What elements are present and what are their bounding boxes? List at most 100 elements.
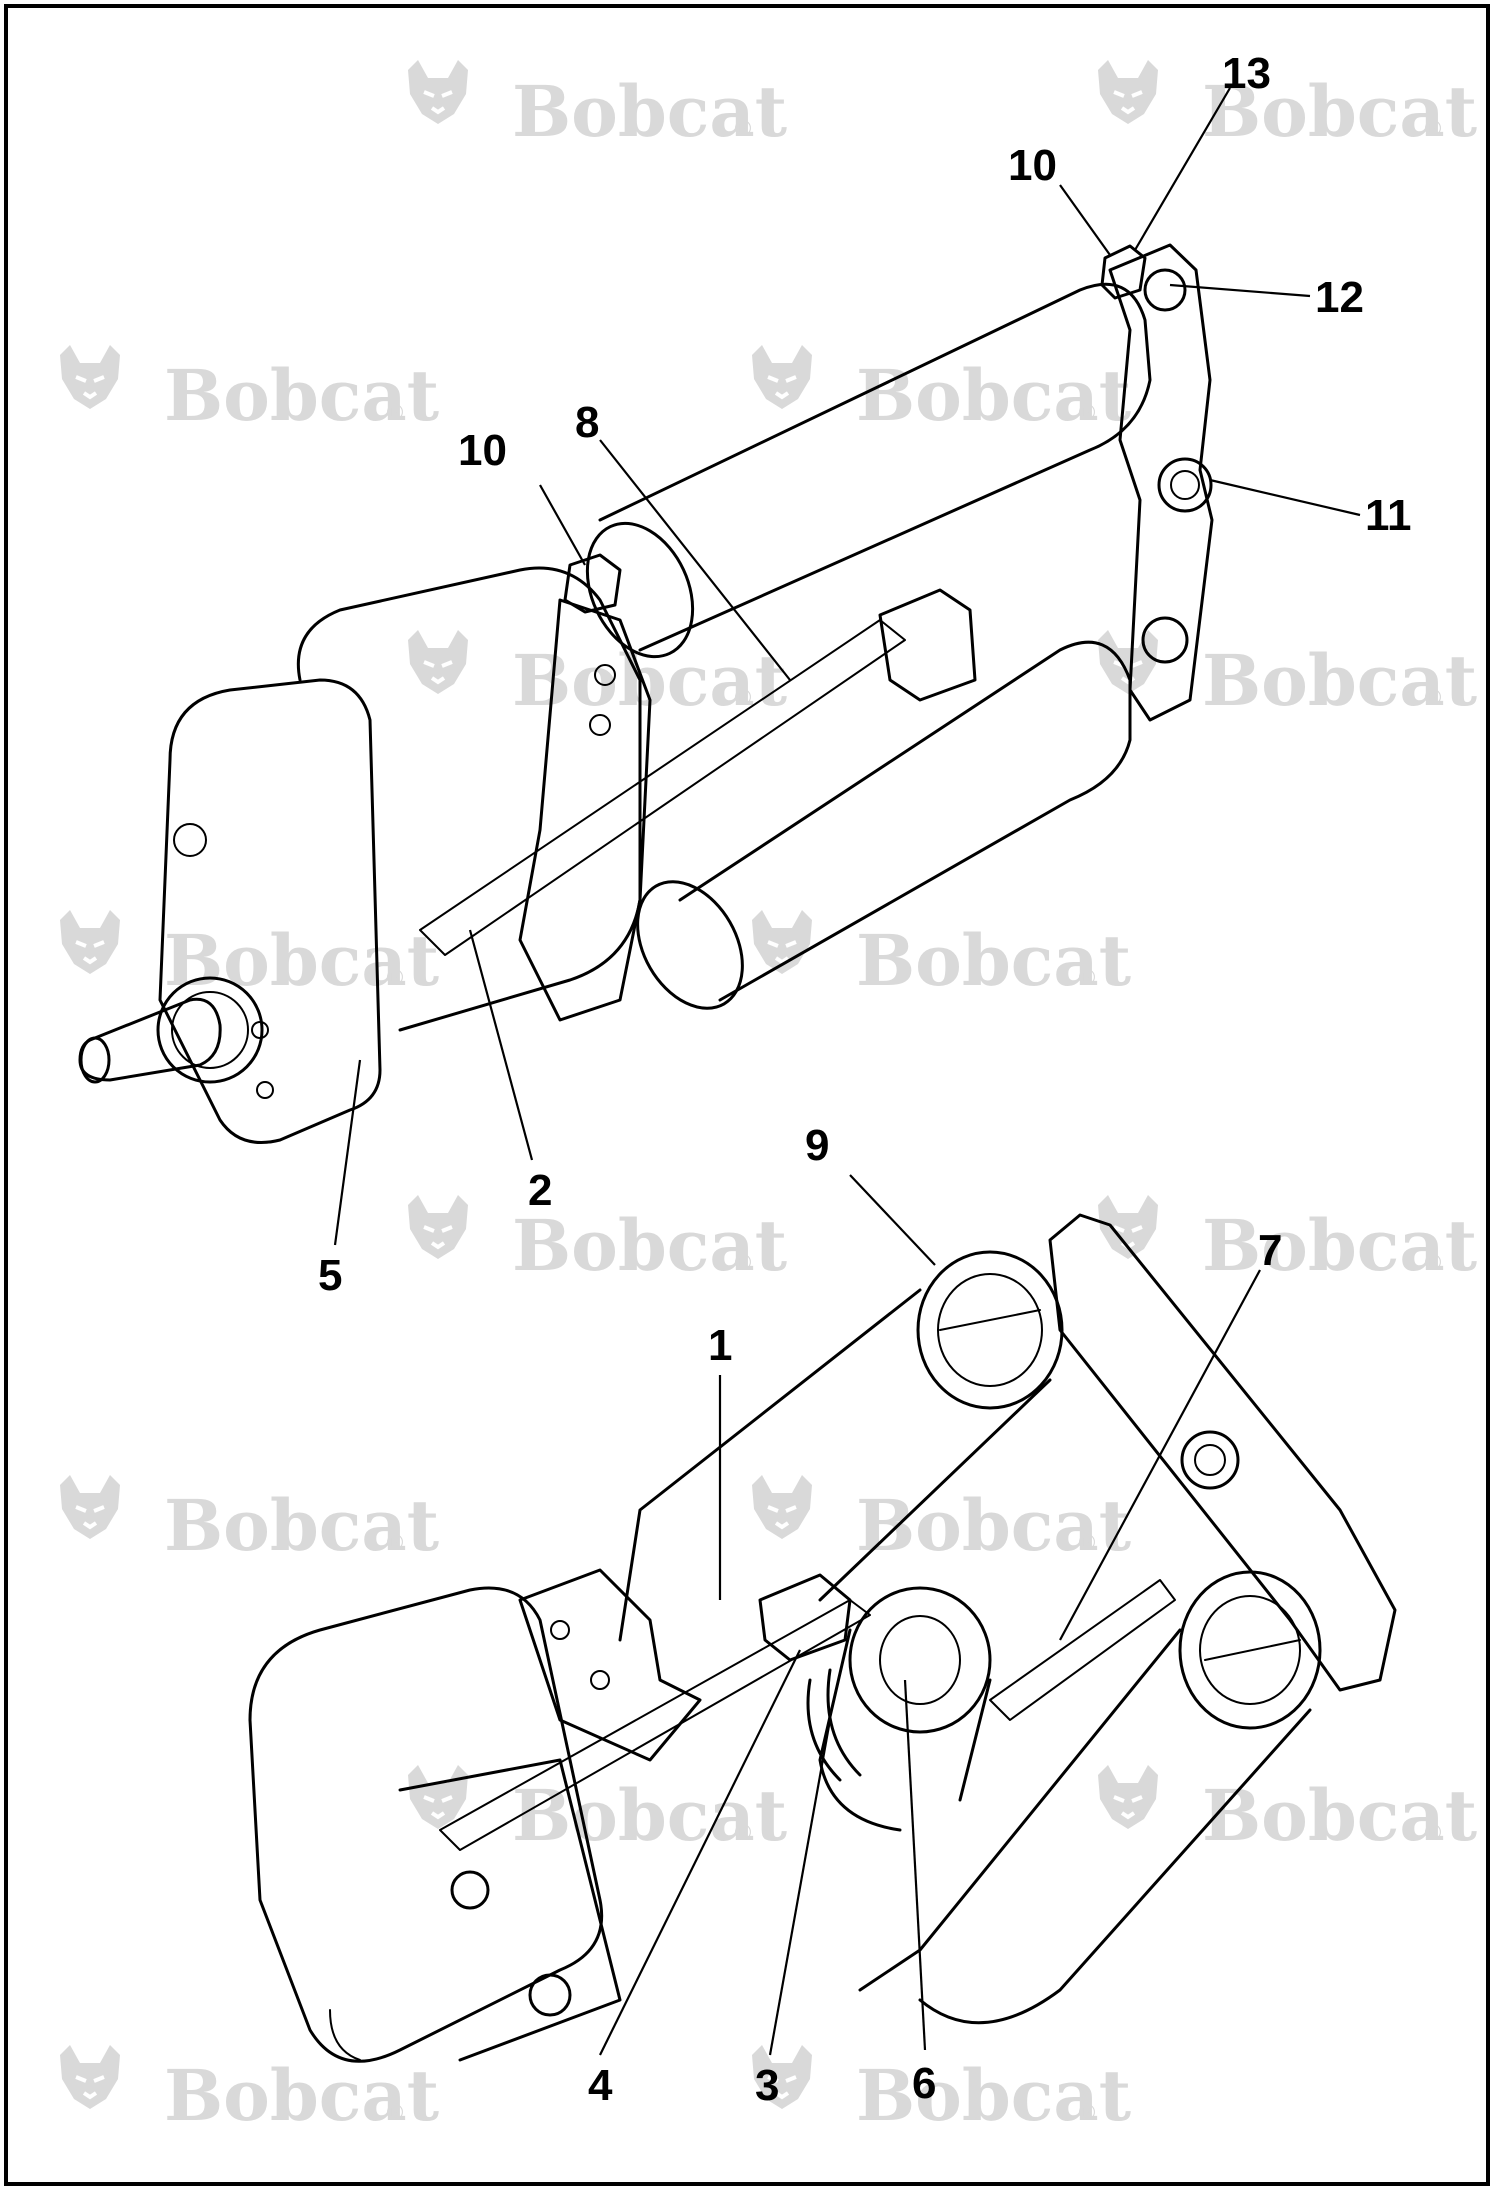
cylinder-end-cap <box>1199 1595 1301 1705</box>
watermark-mark: ® <box>384 2101 406 2126</box>
upper-nut <box>1100 244 1147 300</box>
bobcat-logo-icon <box>1096 58 1160 126</box>
bracket-hole <box>594 664 616 686</box>
leader-line <box>468 929 534 1161</box>
bolt-icon <box>173 823 207 857</box>
motor-foot <box>329 2009 361 2061</box>
o-ring <box>806 1668 862 1782</box>
sensor-block <box>878 588 977 702</box>
callout-labels: 13 10 12 10 8 11 2 5 9 7 1 4 3 6 <box>318 49 1412 2110</box>
gear-collar <box>171 991 249 1069</box>
cylinder-end-cap <box>937 1273 1043 1387</box>
watermark-mark: ® <box>1422 1251 1444 1276</box>
watermark-text: Bobcat <box>164 919 439 1002</box>
upper-actuator-assembly <box>78 243 1214 1144</box>
watermark-text: Bobcat <box>512 70 787 153</box>
watermark-text: Bobcat <box>512 1774 787 1857</box>
bobcat-logo-icon <box>406 628 470 696</box>
watermark-mark: ® <box>384 966 406 991</box>
leader-line <box>768 1719 832 2056</box>
bobcat-logo-icon <box>58 908 122 976</box>
rail-bar <box>989 1579 1176 1721</box>
callout-7: 7 <box>1258 1226 1282 1275</box>
bobcat-logo-icon <box>750 343 814 411</box>
bracket-hole <box>550 1620 570 1640</box>
watermark-mark: ® <box>1076 401 1098 426</box>
cylinder-end-cap <box>916 1250 1064 1410</box>
bobcat-logo-icon <box>406 58 470 126</box>
bolt-icon <box>256 1081 274 1099</box>
motor-housing <box>296 566 642 1032</box>
end-cap-slot <box>939 1309 1041 1331</box>
watermark-mark: ® <box>1422 686 1444 711</box>
leader-line <box>539 484 586 566</box>
upper-mount-plate <box>1108 243 1214 722</box>
plate-hole <box>1180 1430 1240 1490</box>
linkage-rod <box>419 619 906 956</box>
callout-12: 12 <box>1315 273 1364 322</box>
leader-line <box>849 1174 936 1266</box>
callout-13: 13 <box>1222 49 1271 98</box>
lower-cylinder <box>678 640 1132 1002</box>
end-cap-slot <box>1204 1639 1301 1661</box>
leader-line <box>1059 184 1111 256</box>
cylinder-end-cap <box>1178 1570 1322 1730</box>
bracket-hole <box>590 1670 610 1690</box>
watermark-text: Bobcat <box>164 1484 439 1567</box>
gearbox-front <box>158 678 382 1144</box>
watermark-mark: ® <box>1422 1821 1444 1846</box>
bobcat-logo-icon <box>406 1193 470 1261</box>
plate-hole <box>1157 457 1213 513</box>
watermark-mark: ® <box>1076 1531 1098 1556</box>
gear-collar <box>156 976 264 1084</box>
watermark-mark: ® <box>384 1531 406 1556</box>
watermark-text: Bobcat <box>164 2054 439 2137</box>
watermark-text: Bobcat <box>856 354 1131 437</box>
watermark-text: Bobcat <box>164 354 439 437</box>
leader-line <box>599 1649 801 2056</box>
watermark-mark: ® <box>732 117 754 142</box>
bobcat-logo-icon <box>1096 628 1160 696</box>
watermark-mark: ® <box>384 401 406 426</box>
plate-hole <box>1170 470 1200 500</box>
callout-10-upper: 10 <box>1008 141 1057 190</box>
bracket-hole <box>589 714 611 736</box>
center-cylinder-bore <box>879 1615 961 1705</box>
watermark-mark: ® <box>732 1821 754 1846</box>
clamp-nut <box>563 553 622 614</box>
watermark-text: Bobcat <box>856 1484 1131 1567</box>
plate-hole <box>1143 268 1187 312</box>
watermark-text: Bobcat <box>1202 639 1477 722</box>
callout-8: 8 <box>575 398 599 447</box>
center-cylinder-end <box>848 1586 992 1734</box>
leader-line <box>903 1679 927 2051</box>
lower-mount-plate <box>1048 1213 1397 1692</box>
leader-lines <box>333 87 1361 2056</box>
bobcat-logo-icon <box>58 343 122 411</box>
leader-line <box>1209 478 1361 517</box>
motor-vent-icon <box>528 1973 572 2017</box>
watermark-text: Bobcat <box>1202 1204 1477 1287</box>
callout-3: 3 <box>755 2061 779 2110</box>
leader-line <box>1169 283 1311 298</box>
watermark-mark: ® <box>732 1251 754 1276</box>
bobcat-logo-icon <box>58 2043 122 2111</box>
motor-port-icon <box>450 1870 490 1910</box>
bobcat-logo-icon <box>58 1473 122 1541</box>
callout-5: 5 <box>318 1251 342 1300</box>
watermark-mark: ® <box>1076 966 1098 991</box>
bobcat-logo-icon <box>750 1473 814 1541</box>
callout-2: 2 <box>528 1166 552 1215</box>
watermark-mark: ® <box>1076 2101 1098 2126</box>
watermark-mark: ® <box>732 686 754 711</box>
front-bracket <box>518 598 652 1022</box>
housing-face <box>398 1758 622 2062</box>
lower-actuator-assembly <box>248 1213 1397 2063</box>
plate-hole <box>1194 1444 1226 1476</box>
diagram-frame <box>4 4 1490 2186</box>
cylinder-end <box>636 880 744 1010</box>
leader-line <box>333 1059 362 1246</box>
bolt-icon <box>251 1021 269 1039</box>
lower-bracket <box>518 1568 702 1762</box>
